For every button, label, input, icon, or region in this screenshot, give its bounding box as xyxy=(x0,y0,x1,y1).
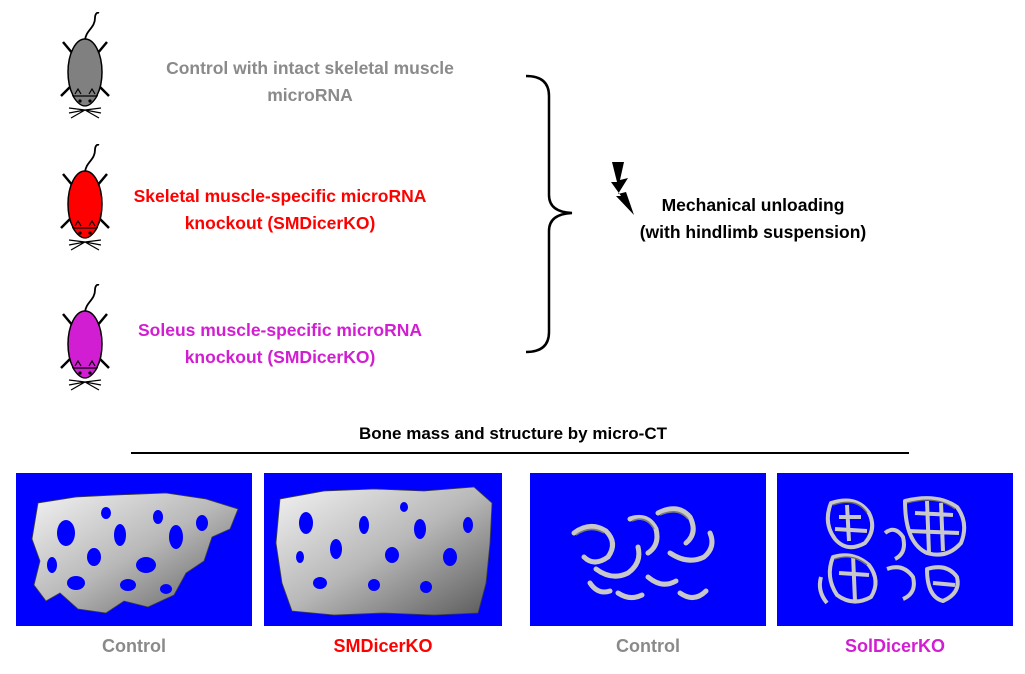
panel-label-control-1: Control xyxy=(102,636,166,656)
section-divider xyxy=(131,452,909,454)
panel-label-soldicerko: SolDicerKO xyxy=(844,636,946,656)
group-label-smdicerko-line1: Skeletal muscle-specific microRNA xyxy=(133,186,427,206)
panel-label-control-2: Control xyxy=(616,636,680,656)
microct-panel-control-cross xyxy=(530,473,766,626)
unloading-line2: (with hindlimb suspension) xyxy=(639,222,867,242)
group-label-soldicerko-line2: knockout (SMDicerKO) xyxy=(184,347,376,367)
unloading-line1: Mechanical unloading xyxy=(661,195,845,215)
group-label-soldicerko: Soleus muscle-specific microRNA knockout… xyxy=(90,317,470,371)
group-label-soldicerko-line1: Soleus muscle-specific microRNA xyxy=(138,320,422,340)
group-label-control-line2: microRNA xyxy=(267,85,353,105)
group-label-control: Control with intact skeletal muscle micr… xyxy=(120,55,500,109)
unloading-label: Mechanical unloading (with hindlimb susp… xyxy=(603,192,903,246)
lightning-icon xyxy=(611,162,634,215)
mouse-soldicerko-icon xyxy=(60,284,110,391)
group-label-control-line1: Control with intact skeletal muscle xyxy=(166,58,454,78)
microct-panel-soldicerko-cross xyxy=(777,473,1013,626)
microct-panel-smdicerko-side xyxy=(264,473,502,626)
group-label-smdicerko-line2: knockout (SMDicerKO) xyxy=(184,213,376,233)
panel-label-smdicerko: SMDicerKO xyxy=(333,636,433,656)
group-label-smdicerko: Skeletal muscle-specific microRNA knocko… xyxy=(90,183,470,237)
mouse-control-icon xyxy=(60,12,110,119)
microct-panel-control-side xyxy=(16,473,252,626)
mouse-smdicerko-icon xyxy=(60,144,110,251)
curly-brace xyxy=(525,74,573,354)
section-title: Bone mass and structure by micro-CT xyxy=(359,424,667,443)
